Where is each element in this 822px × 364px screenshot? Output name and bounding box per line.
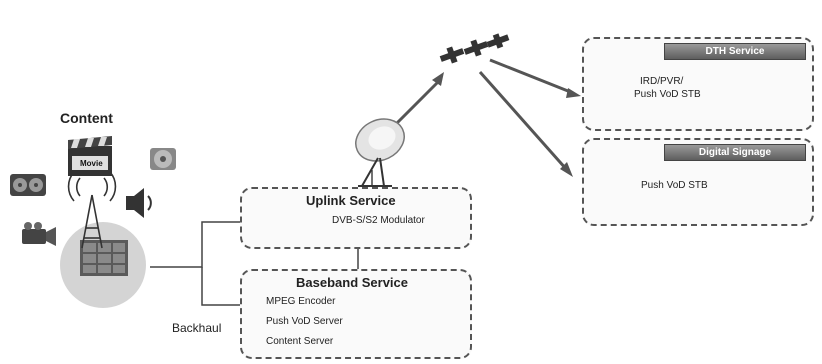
- satellite-icon: [439, 33, 510, 64]
- connection-lines: [150, 170, 373, 306]
- baseband-service-box: [240, 269, 472, 359]
- clapperboard-icon: [68, 136, 112, 176]
- content-to-baseband-line: [201, 267, 240, 306]
- movie-label: Movie: [80, 159, 103, 168]
- uplink-beam: [390, 78, 442, 130]
- modulator-label: DVB-S/S2 Modulator: [332, 215, 425, 226]
- uplink-service-box: [240, 187, 472, 249]
- content-cluster: [10, 136, 176, 308]
- uplink-beam-arrow: [432, 72, 444, 86]
- cd-icon: [150, 148, 176, 170]
- baseband-item-content-server: Content Server: [266, 336, 334, 347]
- backhaul-label: Backhaul: [172, 321, 222, 335]
- baseband-item-mpeg-encoder: MPEG Encoder: [266, 296, 336, 307]
- content-title: Content: [60, 110, 113, 126]
- speaker-icon: [126, 188, 152, 218]
- uplink-dish-icon: [355, 118, 405, 187]
- film-reel-icon: [10, 174, 46, 196]
- downlink-beam-signage-arrow: [560, 162, 573, 177]
- downlink-beam-signage: [478, 71, 569, 171]
- video-camera-icon: [22, 222, 56, 246]
- downlink-beam-dth: [489, 58, 574, 95]
- downlink-beam-dth-arrow: [566, 88, 581, 98]
- dth-service-title: DTH Service: [664, 43, 806, 60]
- broadcast-tower-icon: [67, 171, 117, 249]
- baseband-item-push-vod-server: Push VoD Server: [266, 316, 343, 327]
- baseband-service-title: Baseband Service: [296, 275, 409, 290]
- uplink-service-title: Uplink Service: [306, 193, 396, 208]
- digital-signage-title: Digital Signage: [664, 144, 806, 161]
- dth-device-label-line2: Push VoD STB: [634, 89, 701, 100]
- content-to-uplink-line: [150, 221, 240, 268]
- signage-device-label: Push VoD STB: [641, 180, 708, 191]
- satellite-links: [390, 58, 581, 177]
- dth-device-label-line1: IRD/PVR/: [640, 76, 684, 87]
